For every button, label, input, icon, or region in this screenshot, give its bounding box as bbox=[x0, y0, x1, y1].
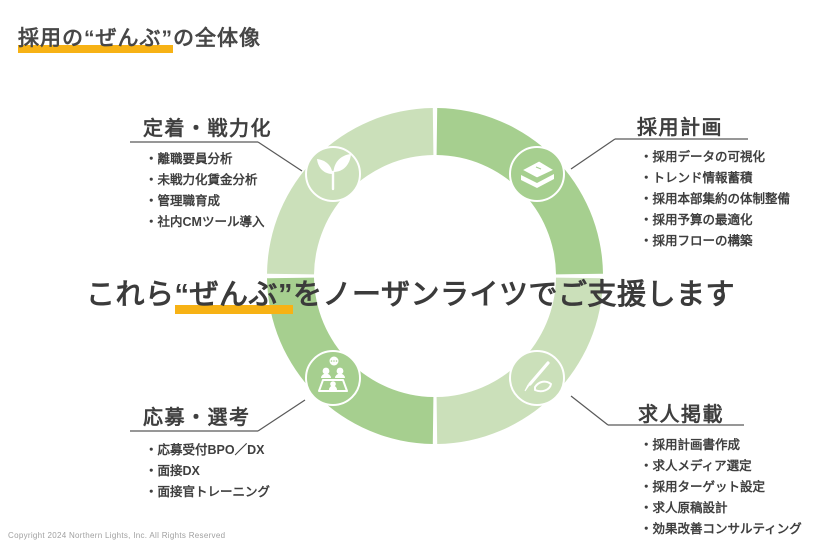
section-heading-retention: 定着・戦力化 bbox=[143, 118, 272, 140]
interview-icon bbox=[318, 356, 348, 392]
section-heading-application: 応募・選考 bbox=[143, 407, 251, 429]
list-item: ・求人原稿設計 bbox=[640, 501, 728, 515]
ring-segment-top-left bbox=[267, 108, 434, 275]
ring-segment-bottom-left bbox=[267, 277, 434, 444]
planning-connector-line bbox=[570, 138, 616, 170]
application-connector-line bbox=[257, 399, 306, 432]
ring-segment-bottom-right bbox=[436, 277, 603, 444]
title-rest-text: の全体像 bbox=[173, 27, 261, 50]
list-item: ・採用計画書作成 bbox=[640, 438, 741, 452]
writing-hand-icon bbox=[524, 361, 552, 393]
planning-item-list: ・採用データの可視化 ・トレンド情報蓄積 ・採用本部集約の体制整備 ・採用予算の… bbox=[640, 147, 790, 252]
list-item: ・採用本部集約の体制整備 bbox=[640, 192, 791, 206]
list-item: ・効果改善コンサルティング bbox=[640, 522, 802, 536]
list-item: ・求人メディア選定 bbox=[640, 459, 752, 473]
list-item: ・面接DX bbox=[145, 464, 200, 478]
list-item: ・管理職育成 bbox=[145, 194, 221, 208]
list-item: ・面接官トレーニング bbox=[145, 485, 271, 499]
page-title: 採用の“ぜんぶ”の全体像 bbox=[18, 22, 261, 53]
center-message-pre: これら bbox=[86, 279, 175, 311]
section-heading-planning: 採用計画 bbox=[637, 117, 723, 139]
retention-item-list: ・離職要員分析 ・未戦力化賃金分析 ・管理職育成 ・社内CMツール導入 bbox=[145, 149, 264, 233]
posting-connector-line bbox=[570, 395, 609, 426]
center-message: これら“ぜんぶ”をノーザンライツでご支援します bbox=[86, 271, 735, 314]
books-icon bbox=[520, 160, 556, 188]
list-item: ・応募受付BPO／DX bbox=[145, 443, 265, 457]
list-item: ・トレンド情報蓄積 bbox=[640, 171, 753, 185]
list-item: ・採用フローの構築 bbox=[640, 234, 753, 248]
title-highlighted-text: 採用の“ぜんぶ” bbox=[18, 27, 173, 53]
copyright-text: Copyright 2024 Northern Lights, Inc. All… bbox=[8, 531, 226, 540]
center-message-post: をノーザンライツでご支援します bbox=[293, 279, 735, 311]
sprout-icon bbox=[317, 154, 351, 191]
list-item: ・採用予算の最適化 bbox=[640, 213, 753, 227]
retention-connector-line bbox=[257, 141, 303, 172]
section-heading-posting: 求人掲載 bbox=[638, 404, 724, 426]
center-message-highlight: “ぜんぶ” bbox=[174, 279, 294, 314]
list-item: ・未戦力化賃金分析 bbox=[145, 173, 258, 187]
posting-item-list: ・採用計画書作成 ・求人メディア選定 ・採用ターゲット設定 ・求人原稿設計 ・効… bbox=[640, 435, 802, 540]
list-item: ・社内CMツール導入 bbox=[145, 215, 265, 229]
list-item: ・採用ターゲット設定 bbox=[640, 480, 766, 494]
list-item: ・採用データの可視化 bbox=[640, 150, 766, 164]
list-item: ・離職要員分析 bbox=[145, 152, 233, 166]
ring-segment-top-right bbox=[436, 108, 603, 275]
application-item-list: ・応募受付BPO／DX ・面接DX ・面接官トレーニング bbox=[145, 440, 270, 503]
